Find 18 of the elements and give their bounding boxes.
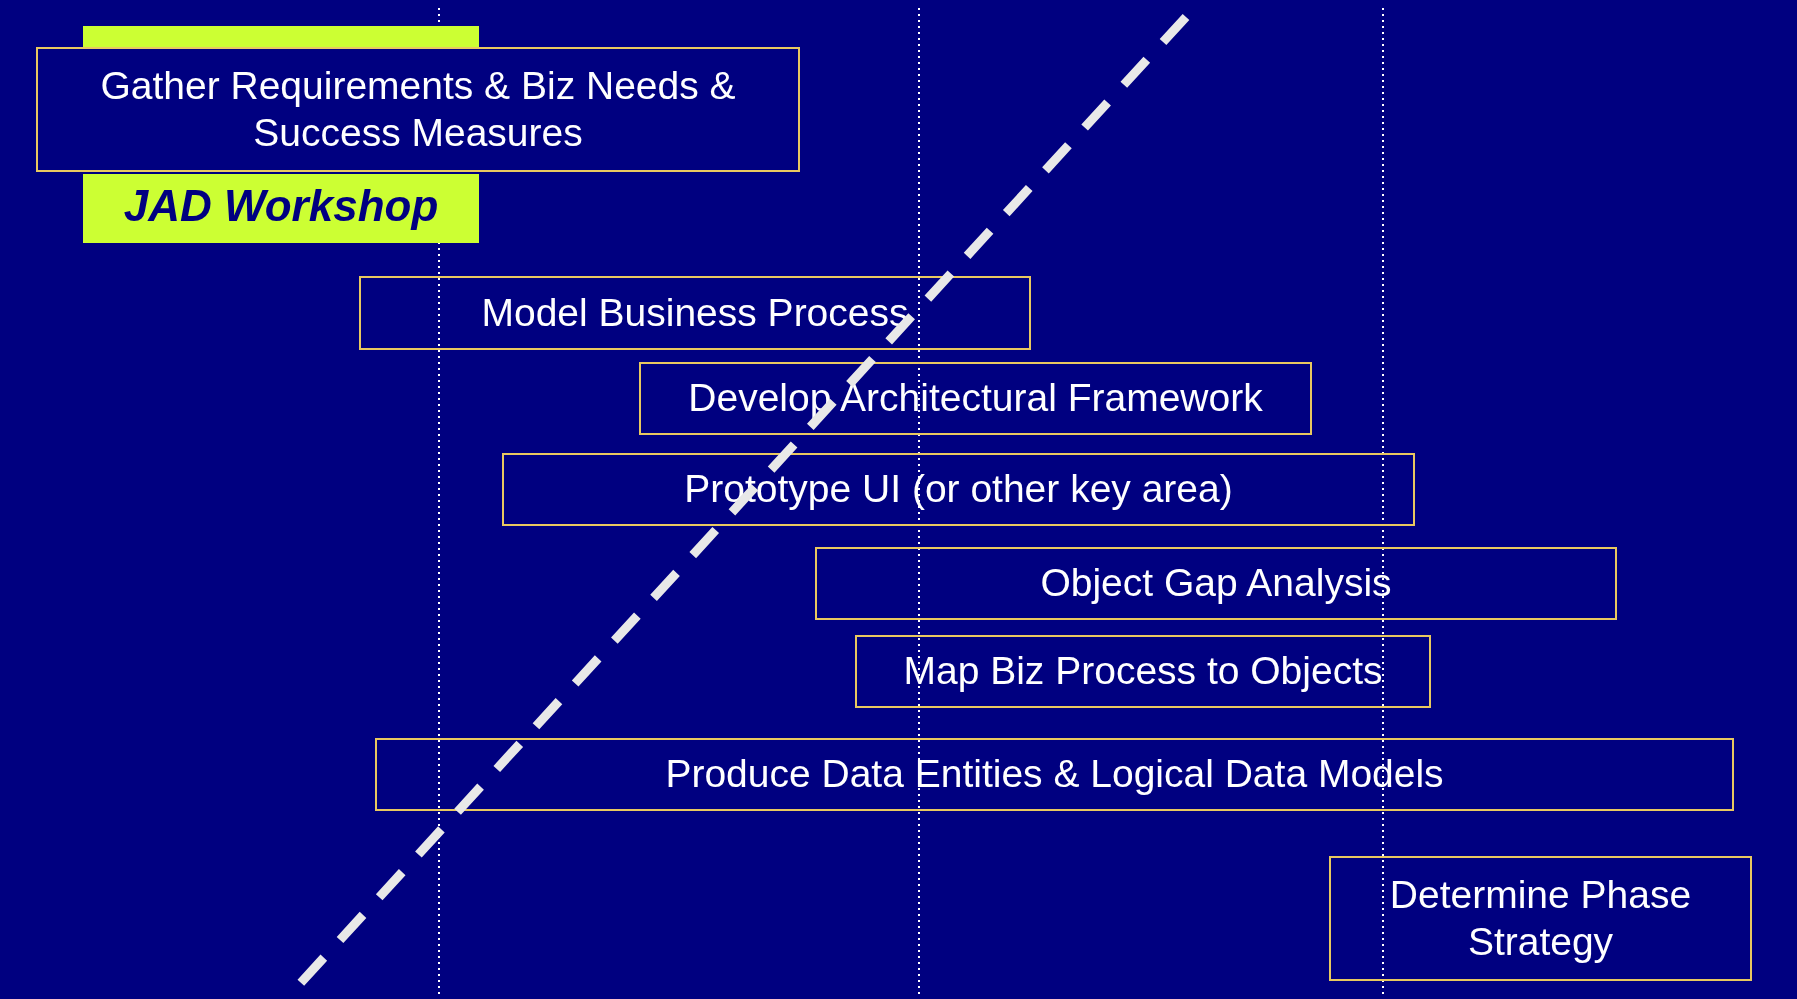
task-label: Map Biz Process to Objects [903,648,1383,695]
task-box [36,47,800,172]
task-box [855,635,1431,708]
task-label: Gather Requirements & Biz Needs & Success Measures [99,62,737,156]
workshop-label: JAD Workshop [123,180,439,233]
task-box [815,547,1617,620]
task-label: Determine Phase Strategy [1388,871,1693,965]
task-label: Produce Data Entities & Logical Data Models [665,751,1444,798]
workshop-label-box [83,174,479,243]
task-box [502,453,1415,526]
task-label: Develop Architectural Framework [688,375,1263,422]
task-label: Prototype UI (or other key area) [684,466,1233,513]
task-box [359,276,1031,350]
task-box [639,362,1312,435]
task-box [375,738,1734,811]
task-label: Model Business Process [481,289,909,336]
task-label: Object Gap Analysis [1040,560,1392,607]
task-box [1329,856,1752,981]
